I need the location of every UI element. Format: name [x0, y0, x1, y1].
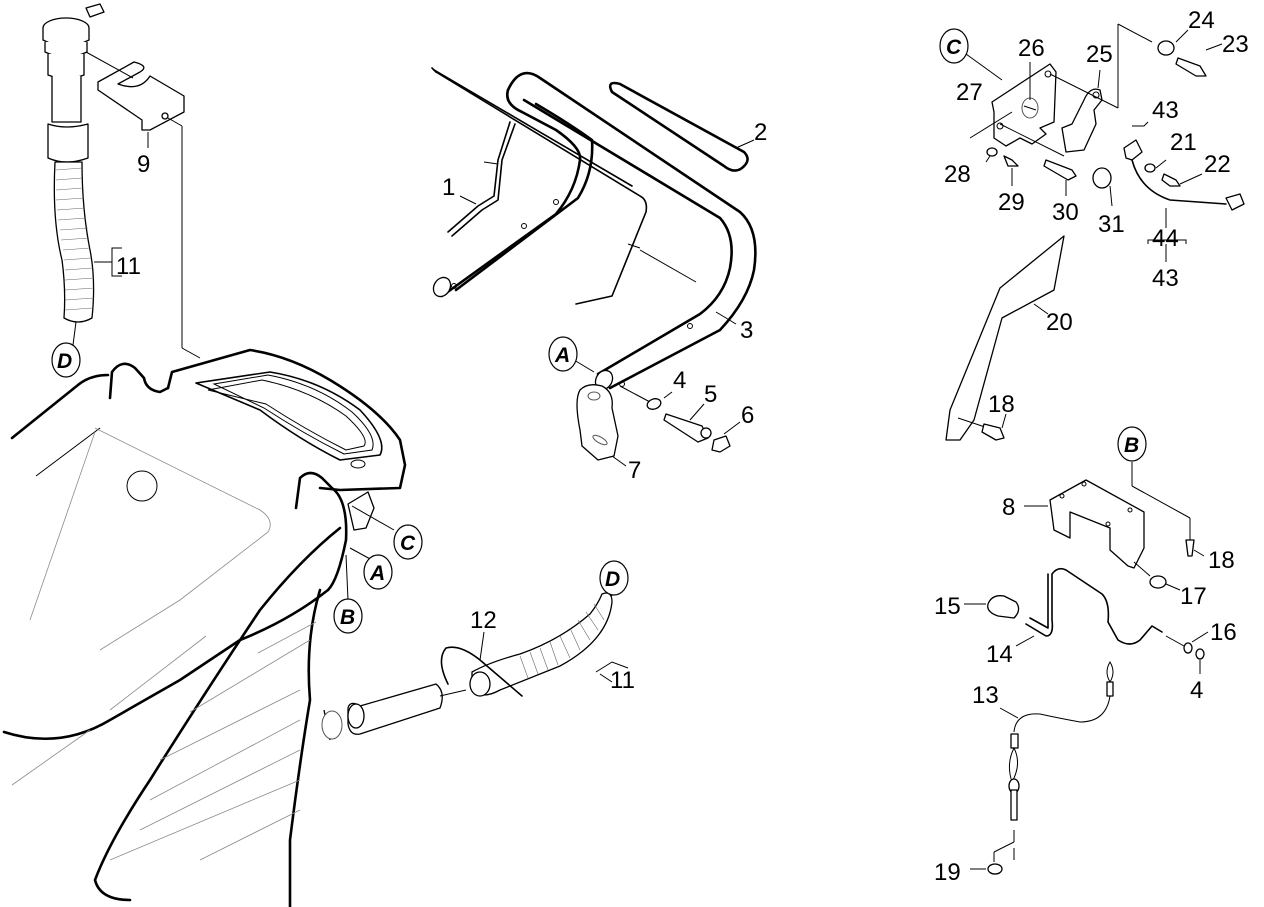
callout-15: 15 — [934, 593, 961, 620]
tank-body — [2, 348, 407, 907]
svg-text:D: D — [57, 350, 72, 373]
svg-text:B: B — [1124, 434, 1139, 457]
filler-cap-and-hose — [42, 3, 105, 346]
release-rod — [964, 567, 1209, 674]
svg-text:C: C — [946, 36, 962, 59]
callout-6: 6 — [741, 402, 754, 429]
callout-30: 30 — [1052, 199, 1079, 226]
callout-7: 7 — [628, 457, 641, 484]
callout-12: 12 — [470, 607, 497, 634]
ref-marker-d-upper: D — [51, 342, 81, 378]
ref-marker-c-tank: C — [393, 524, 423, 560]
callout-20: 20 — [1046, 309, 1073, 336]
callout-23: 23 — [1222, 31, 1249, 58]
cable-and-nut — [970, 661, 1114, 875]
ref-marker-b-tank: B — [333, 598, 363, 634]
callout-4-lower: 4 — [1190, 677, 1203, 704]
svg-text:A: A — [369, 562, 385, 585]
hose-bracket — [85, 51, 201, 359]
callout-22: 22 — [1204, 151, 1231, 178]
callout-28: 28 — [944, 161, 971, 188]
hinge-hardware — [576, 384, 741, 467]
ref-marker-a-handle: A — [548, 336, 578, 372]
switch-bracket-assembly — [965, 23, 1245, 262]
callout-9: 9 — [137, 151, 150, 178]
callout-2: 2 — [754, 119, 767, 146]
ref-marker-d-lower: D — [599, 560, 629, 596]
callout-1: 1 — [442, 174, 455, 201]
callout-14: 14 — [986, 641, 1013, 668]
callout-18-lower: 18 — [1208, 547, 1235, 574]
part-callouts: 1 2 3 4 5 6 7 8 9 11 11 12 13 14 15 16 4… — [116, 7, 1249, 886]
callout-18-upper: 18 — [988, 391, 1015, 418]
callout-25: 25 — [1086, 41, 1113, 68]
callout-26: 26 — [1018, 35, 1045, 62]
reference-markers: D D A A B B C C — [51, 28, 1147, 634]
hose-corrugation — [55, 167, 95, 311]
callout-13: 13 — [972, 682, 999, 709]
callout-16: 16 — [1210, 619, 1237, 646]
callout-4: 4 — [673, 367, 686, 394]
callout-43-lower: 43 — [1152, 265, 1179, 292]
callout-21: 21 — [1170, 129, 1197, 156]
callout-17: 17 — [1180, 583, 1207, 610]
svg-text:C: C — [400, 532, 416, 555]
callout-11-lower: 11 — [610, 667, 635, 694]
callout-24: 24 — [1188, 7, 1215, 34]
callout-19: 19 — [934, 859, 961, 886]
callout-29: 29 — [998, 189, 1025, 216]
callout-8: 8 — [1002, 494, 1015, 521]
callout-31: 31 — [1098, 211, 1125, 238]
callout-27: 27 — [956, 79, 983, 106]
ref-marker-c-switch: C — [939, 28, 969, 64]
handle-assembly — [431, 67, 757, 391]
hose-corrugation-lower — [519, 603, 605, 679]
callout-43-upper: 43 — [1152, 97, 1179, 124]
drain-hose-assembly — [321, 589, 629, 741]
svg-text:B: B — [340, 606, 355, 629]
mounting-bracket — [1024, 462, 1205, 591]
ref-marker-b-bracket: B — [1117, 426, 1147, 462]
svg-text:A: A — [554, 344, 570, 367]
callout-44: 44 — [1152, 225, 1179, 252]
callout-5: 5 — [704, 381, 717, 408]
cover-plate — [945, 235, 1065, 441]
callout-3: 3 — [740, 317, 753, 344]
ref-marker-a-tank: A — [363, 554, 393, 590]
svg-text:D: D — [605, 568, 620, 591]
